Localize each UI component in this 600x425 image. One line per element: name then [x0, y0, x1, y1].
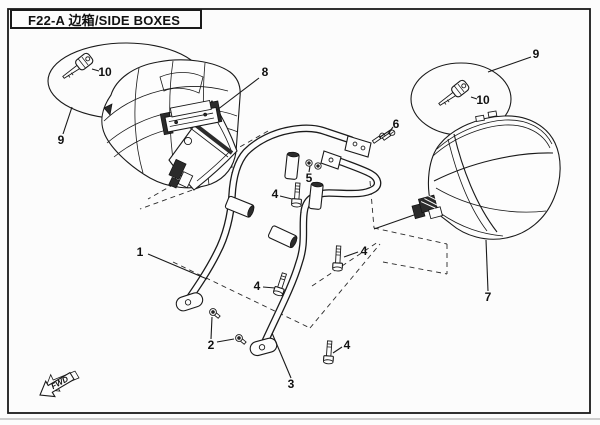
callout-4a: 4 — [272, 187, 279, 201]
lid-hinge-tabs — [475, 110, 498, 123]
nuts — [305, 159, 322, 170]
bracket-tab-lower — [320, 150, 342, 170]
callout-8: 8 — [262, 65, 269, 79]
rubber-sleeve — [308, 181, 324, 210]
callout-10b: 10 — [476, 93, 490, 107]
callout-2: 2 — [208, 338, 215, 352]
bolt — [291, 182, 302, 208]
callout-6: 6 — [393, 117, 400, 131]
key-icon — [62, 52, 94, 79]
rubber-sleeve — [224, 195, 255, 218]
callout-4c: 4 — [254, 279, 261, 293]
callout-4b: 4 — [361, 244, 368, 258]
box-latch — [411, 194, 443, 220]
door-latch-bracket — [168, 158, 194, 189]
left-side-box — [101, 59, 241, 191]
bracket-tab-upper — [344, 135, 372, 158]
title-block: F22-A 边箱/SIDE BOXES — [10, 9, 202, 29]
page-border — [7, 8, 591, 414]
fwd-direction-indicator: FWD — [39, 370, 80, 398]
callout-7: 7 — [485, 290, 492, 304]
bolt — [322, 340, 334, 365]
callout-10a: 10 — [98, 65, 112, 79]
callout-5: 5 — [306, 171, 313, 185]
callout-1: 1 — [137, 245, 144, 259]
bolts — [272, 182, 344, 365]
key-icon — [438, 79, 470, 106]
rubber-sleeve — [267, 225, 298, 249]
bracket-foot-left — [175, 292, 204, 312]
rubber-sleeve — [284, 151, 300, 180]
bolt — [332, 245, 344, 272]
right-side-box — [411, 110, 561, 240]
bracket-foot-right — [249, 337, 278, 357]
callout-3: 3 — [288, 377, 295, 391]
box-latch-rail — [159, 99, 223, 136]
alignment-dashed-lines — [139, 130, 448, 329]
callout-9a: 9 — [58, 133, 65, 147]
callout-4d: 4 — [344, 338, 351, 352]
callout-9b: 9 — [533, 47, 540, 61]
right-key-balloon — [410, 62, 512, 136]
callout-labels: 1 2 3 4 4 4 4 5 6 7 8 9 9 10 10 — [58, 47, 540, 391]
page-title: F22-A 边箱/SIDE BOXES — [28, 12, 181, 28]
box-door-panel — [168, 100, 238, 191]
bolt — [272, 272, 288, 297]
foot-fasteners — [209, 308, 247, 345]
box-edge-notch — [103, 103, 113, 116]
mounting-bracket — [175, 124, 382, 357]
lock-button — [183, 136, 193, 146]
screws — [371, 129, 396, 144]
callout-lead-lines — [62, 56, 532, 379]
